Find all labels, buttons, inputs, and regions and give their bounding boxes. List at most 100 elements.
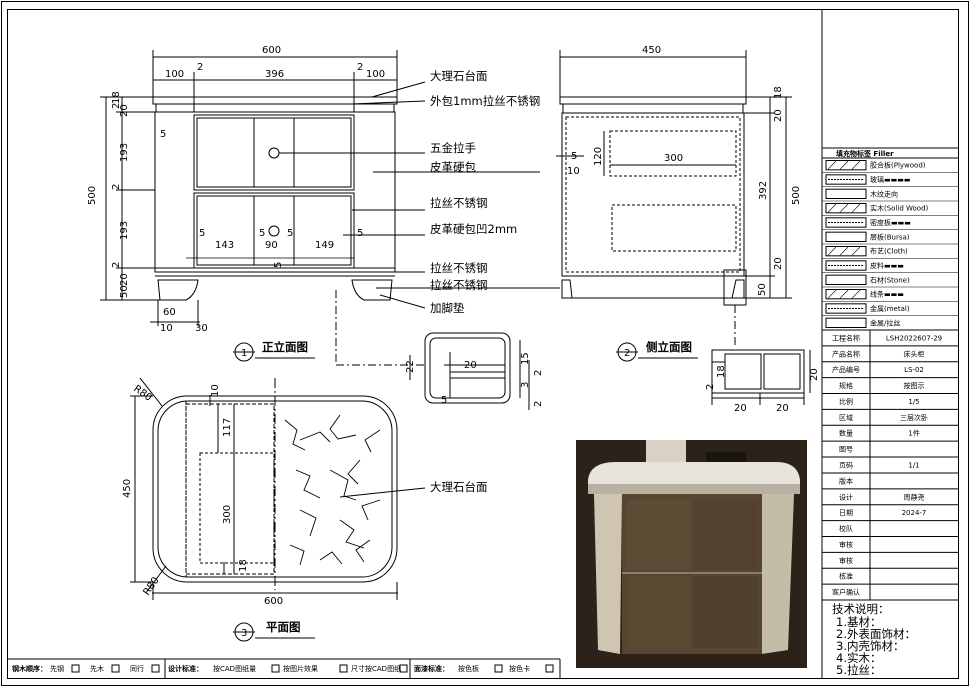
bottom-option: 先木 (90, 664, 104, 673)
checkbox[interactable] (494, 664, 503, 673)
legend-swatch (825, 303, 867, 314)
detail-b (711, 349, 811, 405)
dim-plan-depth: 450 (122, 479, 133, 498)
detail-a (409, 332, 530, 410)
detail-b-outline (711, 349, 805, 394)
dim-front-left: 20 (119, 273, 130, 286)
dim-foot: 60 (163, 307, 176, 318)
legend-swatch (825, 317, 867, 328)
callout-leather-recess: 皮革硬包凹2mm (430, 222, 517, 236)
plan-view (130, 377, 426, 642)
dim-side-inner-width: 300 (664, 153, 683, 164)
side-elevation (556, 50, 792, 362)
dim-foot: 30 (195, 323, 208, 334)
dim-front-left: 193 (119, 143, 130, 162)
title-row-value: 1件 (908, 429, 919, 438)
title-row-label: 产品编号 (832, 365, 860, 374)
dim-front-seg: 2 (357, 62, 363, 73)
legend-label: 层板(Bursa) (870, 232, 910, 241)
side-view-title: 侧立面图 (646, 340, 692, 354)
dim-front-left: 2 (111, 103, 122, 109)
front-drawer-lower-inner (196, 195, 352, 266)
dim-detail-b: 20 (734, 403, 747, 414)
front-drawer-lower (193, 192, 355, 269)
dim-side-right: 50 (757, 283, 768, 296)
dim-front-left: 20 (119, 104, 130, 117)
detail-a-outline (424, 332, 511, 404)
checkbox[interactable] (111, 664, 120, 673)
legend-label: 金属(metal) (870, 304, 910, 313)
dim-front-left: 2 (111, 262, 122, 268)
plan-view-title: 平面图 (266, 620, 301, 634)
dim-front-seg: 100 (165, 69, 184, 80)
side-drawer-upper-hidden (609, 130, 737, 177)
bottom-option: 同行 (130, 664, 144, 673)
bottom-option: 按图片效果 (283, 664, 318, 673)
title-row-label: 图号 (839, 446, 853, 454)
title-row-label: 页码 (839, 462, 853, 470)
title-block (822, 147, 958, 601)
dim-detail-b: 20 (809, 368, 820, 381)
title-row-value: LS-02 (904, 366, 924, 374)
title-row-label: 核准 (839, 572, 853, 581)
bottom-label: 设计标准： (168, 664, 203, 673)
title-row-label: 区域 (839, 413, 853, 422)
dim-detail-a: 3 (520, 382, 531, 388)
note-line: 3.内壳饰材： (836, 639, 904, 653)
callout-marble-top: 大理石台面 (430, 69, 488, 83)
dim-front-small: 5 (273, 262, 284, 268)
plan-view-number: 3 (241, 628, 247, 639)
checkbox[interactable] (339, 664, 348, 673)
legend-label: 密度板▬▬▬ (870, 218, 911, 227)
dim-detail-a: 22 (405, 360, 416, 373)
title-row-label: 工程名称 (832, 333, 860, 342)
side-view-number: 2 (624, 348, 630, 359)
legend-swatch (825, 260, 867, 271)
dim-drawer: 5 (287, 228, 293, 239)
checkbox[interactable] (151, 664, 160, 673)
legend-swatch (825, 289, 867, 300)
checkbox[interactable] (399, 664, 408, 673)
title-row-value: 1/5 (908, 398, 919, 406)
side-drawer-lower-hidden (611, 204, 737, 252)
callout-stainless: 拉丝不锈钢 (430, 261, 488, 275)
dim-drawer: 90 (265, 240, 278, 251)
dim-side-inner-height: 120 (593, 147, 604, 166)
dim-front-gap: 5 (160, 129, 166, 140)
title-row-label: 审核 (839, 556, 853, 565)
legend-title: 填充物标签 Filler (836, 149, 894, 158)
bottom-label: 面漆标准： (414, 664, 449, 673)
title-row-label: 审核 (839, 540, 853, 549)
side-body (561, 112, 745, 277)
side-inner-hidden (565, 116, 741, 273)
dim-front-width: 600 (262, 45, 281, 56)
checkbox[interactable] (545, 664, 554, 673)
title-row-value: 床头柜 (904, 349, 925, 358)
legend-swatch (825, 274, 867, 285)
callout-stainless: 拉丝不锈钢 (430, 278, 488, 292)
legend-swatch (825, 203, 867, 214)
checkbox[interactable] (271, 664, 280, 673)
legend-swatch (825, 174, 867, 185)
dim-side-right: 18 (773, 86, 784, 99)
callout-handle: 五金拉手 (430, 141, 476, 155)
dim-plan-radius: R80 (141, 575, 161, 597)
title-row-value: 周静尧 (904, 492, 925, 501)
bottom-option: 尺寸按CAD图纸 (351, 664, 401, 673)
legend-label: 金属/拉丝 (870, 318, 900, 327)
legend-swatch (825, 217, 867, 228)
dim-foot: 10 (160, 323, 173, 334)
front-view-title: 正立面图 (262, 340, 308, 354)
plan-marble-veins (284, 414, 381, 566)
legend-swatch (825, 188, 867, 200)
front-view-number: 1 (241, 348, 247, 359)
legend-label: 玻璃▬▬▬▬ (870, 175, 910, 184)
dim-drawer: 5 (199, 228, 205, 239)
dim-side-right: 392 (758, 181, 769, 200)
note-line: 1.基材： (836, 615, 881, 629)
title-row-value: 2024-7 (902, 509, 927, 517)
checkbox[interactable] (71, 664, 80, 673)
dim-front-height: 500 (87, 186, 98, 205)
callout-stainless-wrap: 外包1mm拉丝不锈钢 (430, 94, 540, 108)
